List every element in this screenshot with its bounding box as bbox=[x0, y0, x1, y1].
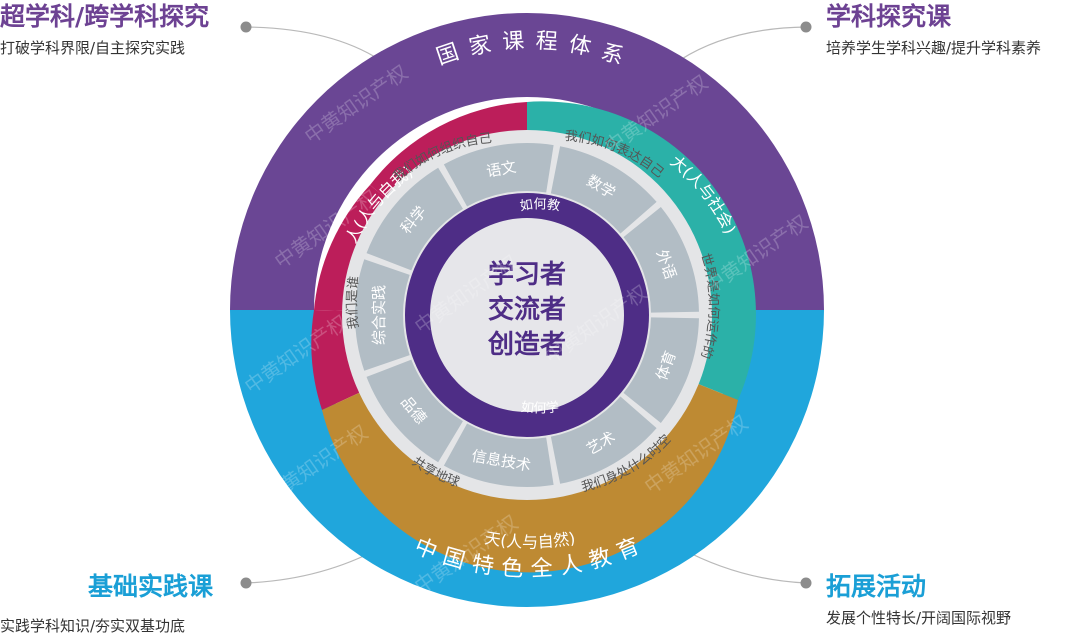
callout-subtitle: 发展个性特长/开阔国际视野 bbox=[826, 609, 1012, 627]
outer-ring-top bbox=[230, 13, 824, 310]
subject-segment bbox=[443, 423, 554, 488]
connector-line-top-right bbox=[679, 26, 807, 61]
connector-dot bbox=[240, 577, 252, 589]
callout-subject-inquiry: 学科探究课 培养学生学科兴趣/提升学科素养 bbox=[826, 2, 1041, 58]
subject-segment bbox=[366, 167, 463, 271]
center-disk bbox=[430, 218, 624, 412]
callout-basic-practice: 基础实践课 实践学科知识/夯实双基功底 bbox=[0, 572, 214, 635]
connector-line-bottom-right bbox=[679, 547, 807, 584]
callout-subtitle: 培养学生学科兴趣/提升学科素养 bbox=[826, 39, 1042, 57]
subject-segment bbox=[443, 143, 554, 207]
subject-segment bbox=[366, 359, 463, 463]
subject-label: 语文 bbox=[485, 158, 518, 181]
callout-subtitle: 打破学科界限/自主探究实践 bbox=[0, 39, 186, 57]
callout-title: 超学科/跨学科探究 bbox=[0, 2, 210, 31]
subject-segment bbox=[355, 259, 410, 371]
connector-dot bbox=[800, 577, 812, 589]
subject-segments bbox=[355, 143, 699, 488]
subject-segment bbox=[550, 146, 657, 234]
inner-ring-top-label: 如何教 bbox=[519, 196, 561, 214]
outer-ring-bottom bbox=[230, 310, 824, 607]
callout-interdisciplinary: 超学科/跨学科探究 打破学科界限/自主探究实践 bbox=[0, 2, 209, 58]
callout-extension-activities: 拓展活动 发展个性特长/开阔国际视野 bbox=[826, 572, 1011, 628]
domain-nature-label: 天(人与自然) bbox=[483, 528, 576, 551]
inner-ring-bottom-label: 如何学 bbox=[520, 399, 560, 417]
connector-dot bbox=[800, 21, 812, 33]
center-line-3: 创造者 bbox=[487, 330, 566, 360]
center-line-1: 学习者 bbox=[488, 259, 566, 290]
callout-title: 基础实践课 bbox=[88, 572, 214, 601]
subject-segment bbox=[550, 396, 657, 484]
connector-dot bbox=[240, 21, 252, 33]
center-line-2: 交流者 bbox=[488, 294, 566, 325]
connector-line-top-left bbox=[245, 26, 381, 61]
subject-segment bbox=[623, 206, 699, 313]
callout-title: 拓展活动 bbox=[826, 572, 927, 601]
subject-label: 综合实践 bbox=[370, 285, 388, 345]
subject-segment bbox=[623, 317, 699, 424]
callout-title: 学科探究课 bbox=[826, 2, 952, 31]
callout-subtitle: 实践学科知识/夯实双基功底 bbox=[0, 617, 186, 635]
